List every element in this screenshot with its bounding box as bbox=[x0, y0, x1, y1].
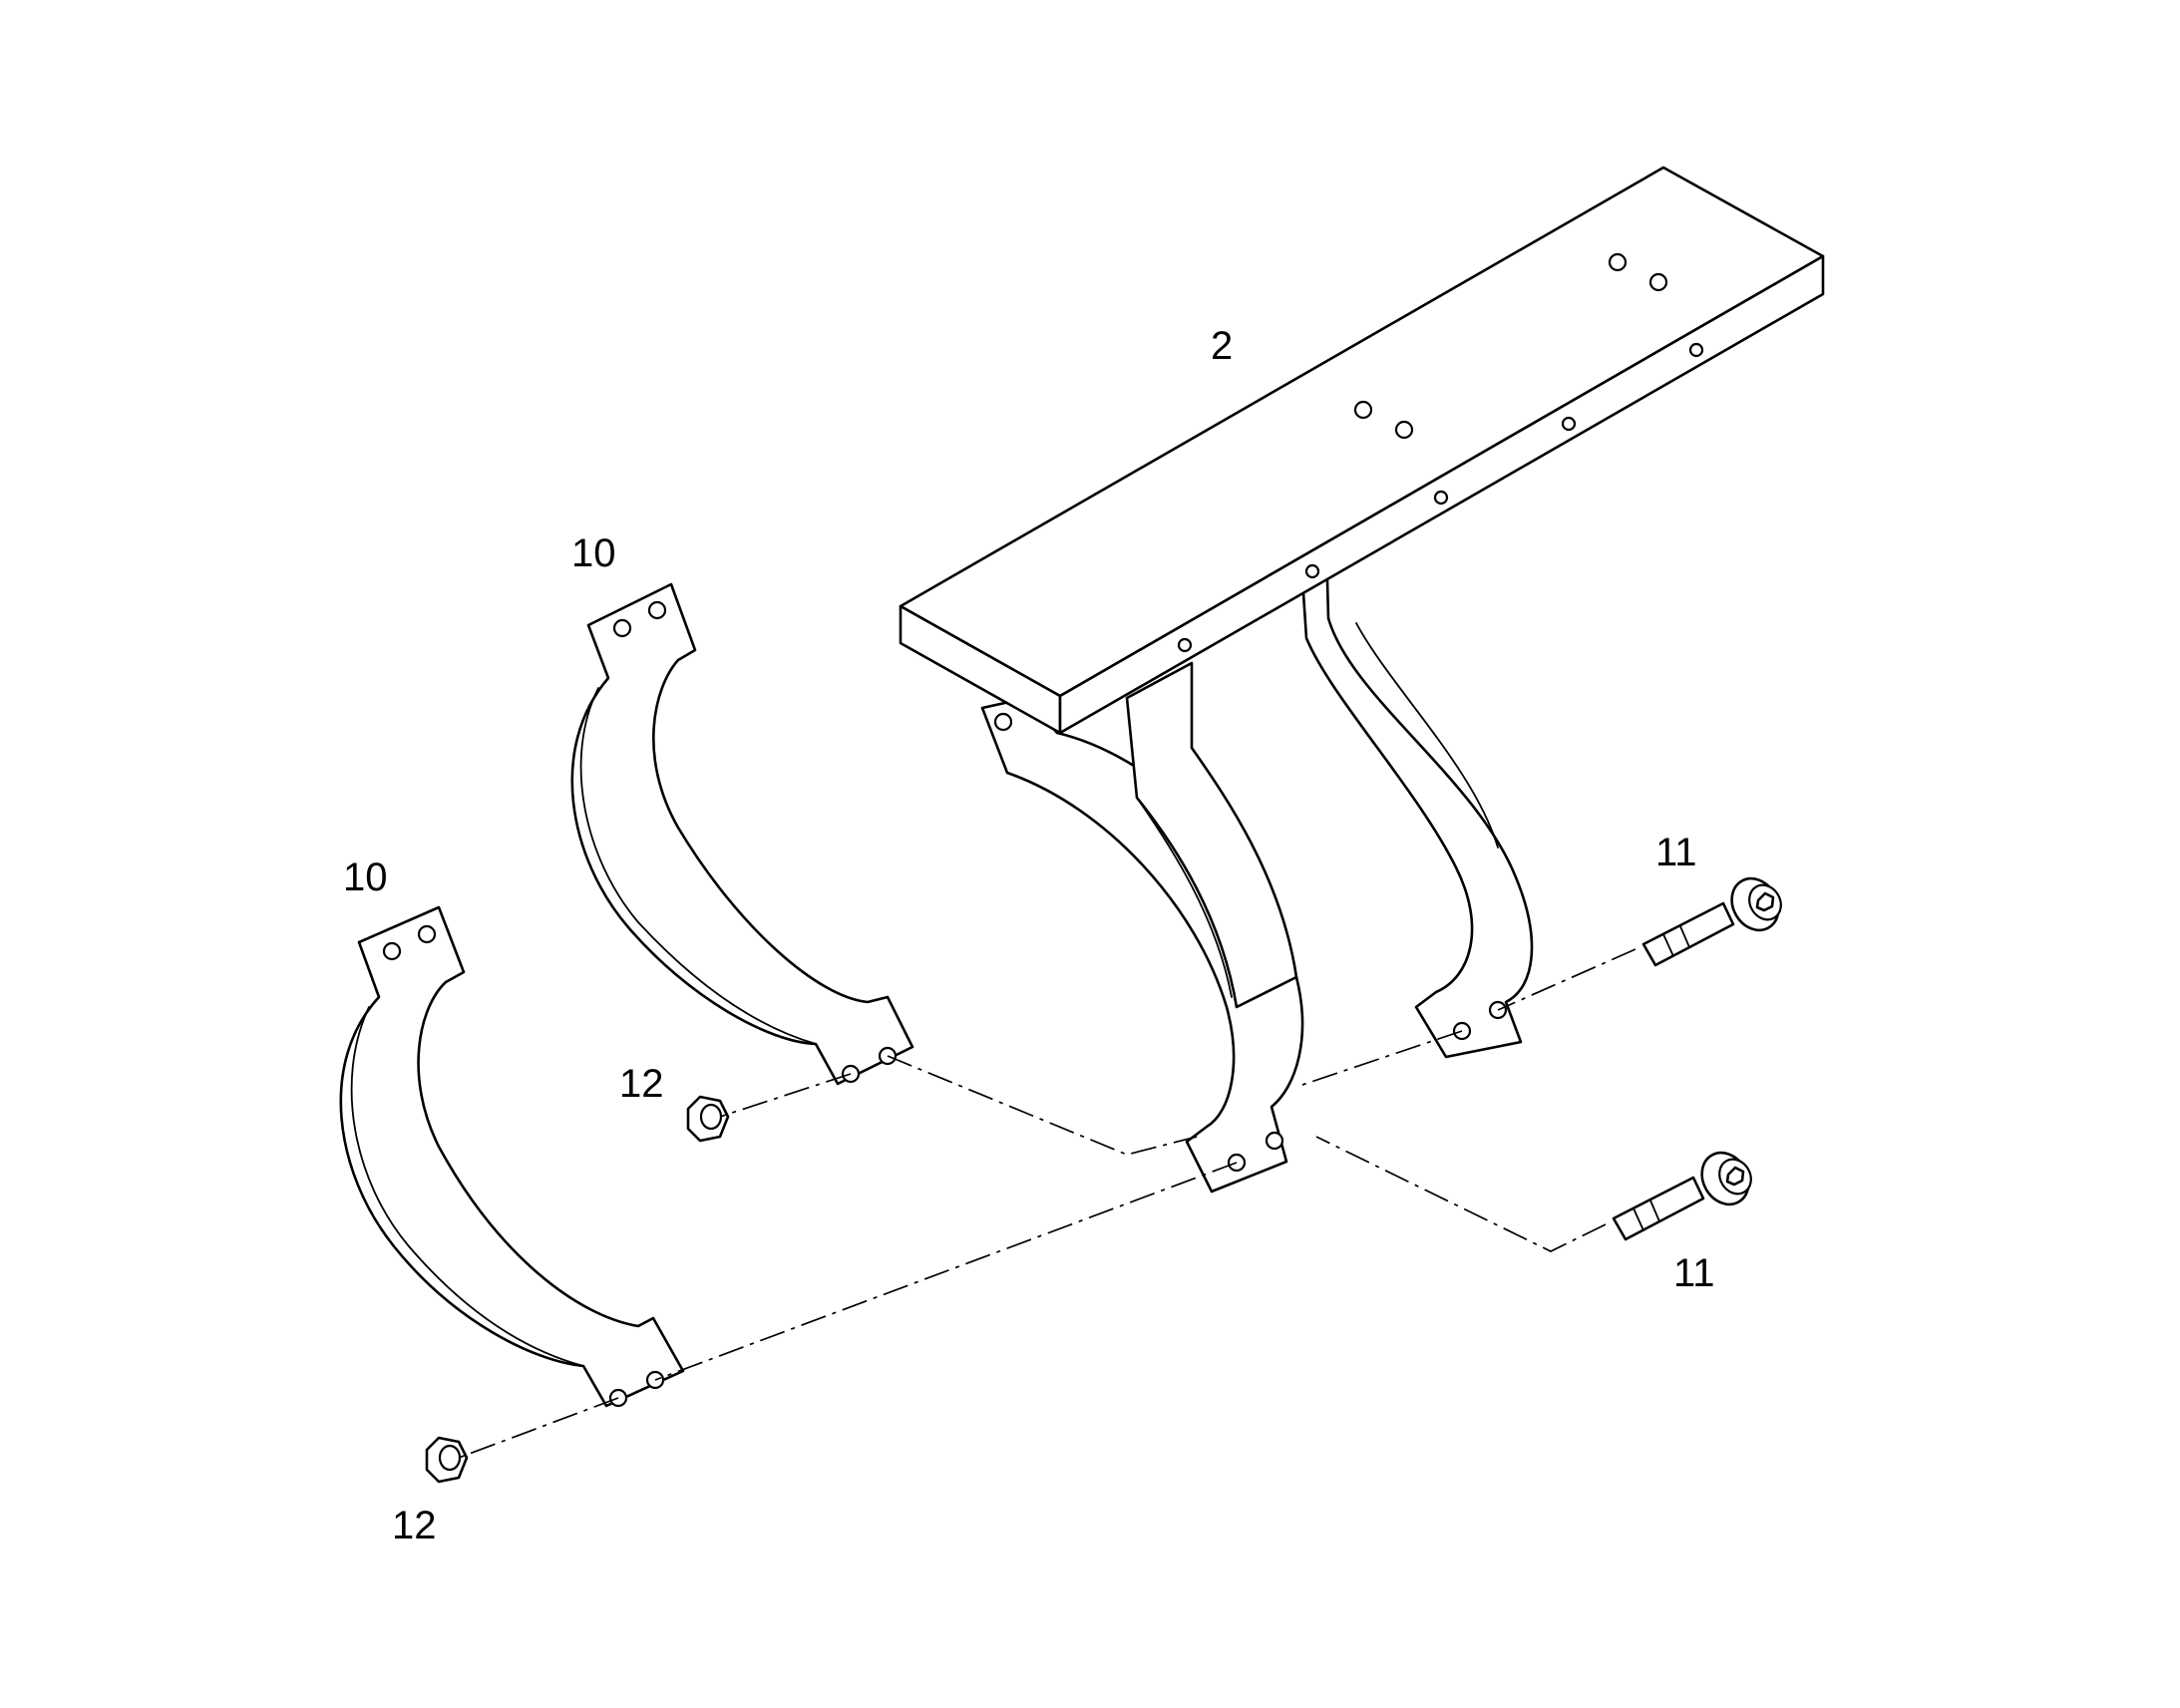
assembly-leader-lines bbox=[458, 948, 1636, 1459]
clamp-lower bbox=[339, 905, 685, 1408]
clamp-upper bbox=[570, 582, 914, 1086]
callout-clamp-lower: 10 bbox=[343, 855, 388, 899]
nut-lower bbox=[425, 1436, 469, 1484]
fixed-clamp-front bbox=[980, 661, 1304, 1194]
bolt-upper bbox=[1641, 876, 1782, 967]
callout-nut-upper: 12 bbox=[619, 1062, 664, 1106]
callout-clamp-upper: 10 bbox=[571, 531, 616, 575]
support-beam bbox=[899, 166, 1825, 735]
callout-bolt-upper: 11 bbox=[1655, 831, 1697, 874]
bolt-lower bbox=[1612, 1151, 1752, 1241]
callout-beam: 2 bbox=[1211, 324, 1233, 368]
callout-nut-lower: 12 bbox=[392, 1504, 437, 1547]
callout-bolt-lower: 11 bbox=[1673, 1251, 1715, 1295]
fixed-clamp-rear bbox=[1299, 541, 1534, 1059]
nut-upper bbox=[686, 1095, 730, 1143]
